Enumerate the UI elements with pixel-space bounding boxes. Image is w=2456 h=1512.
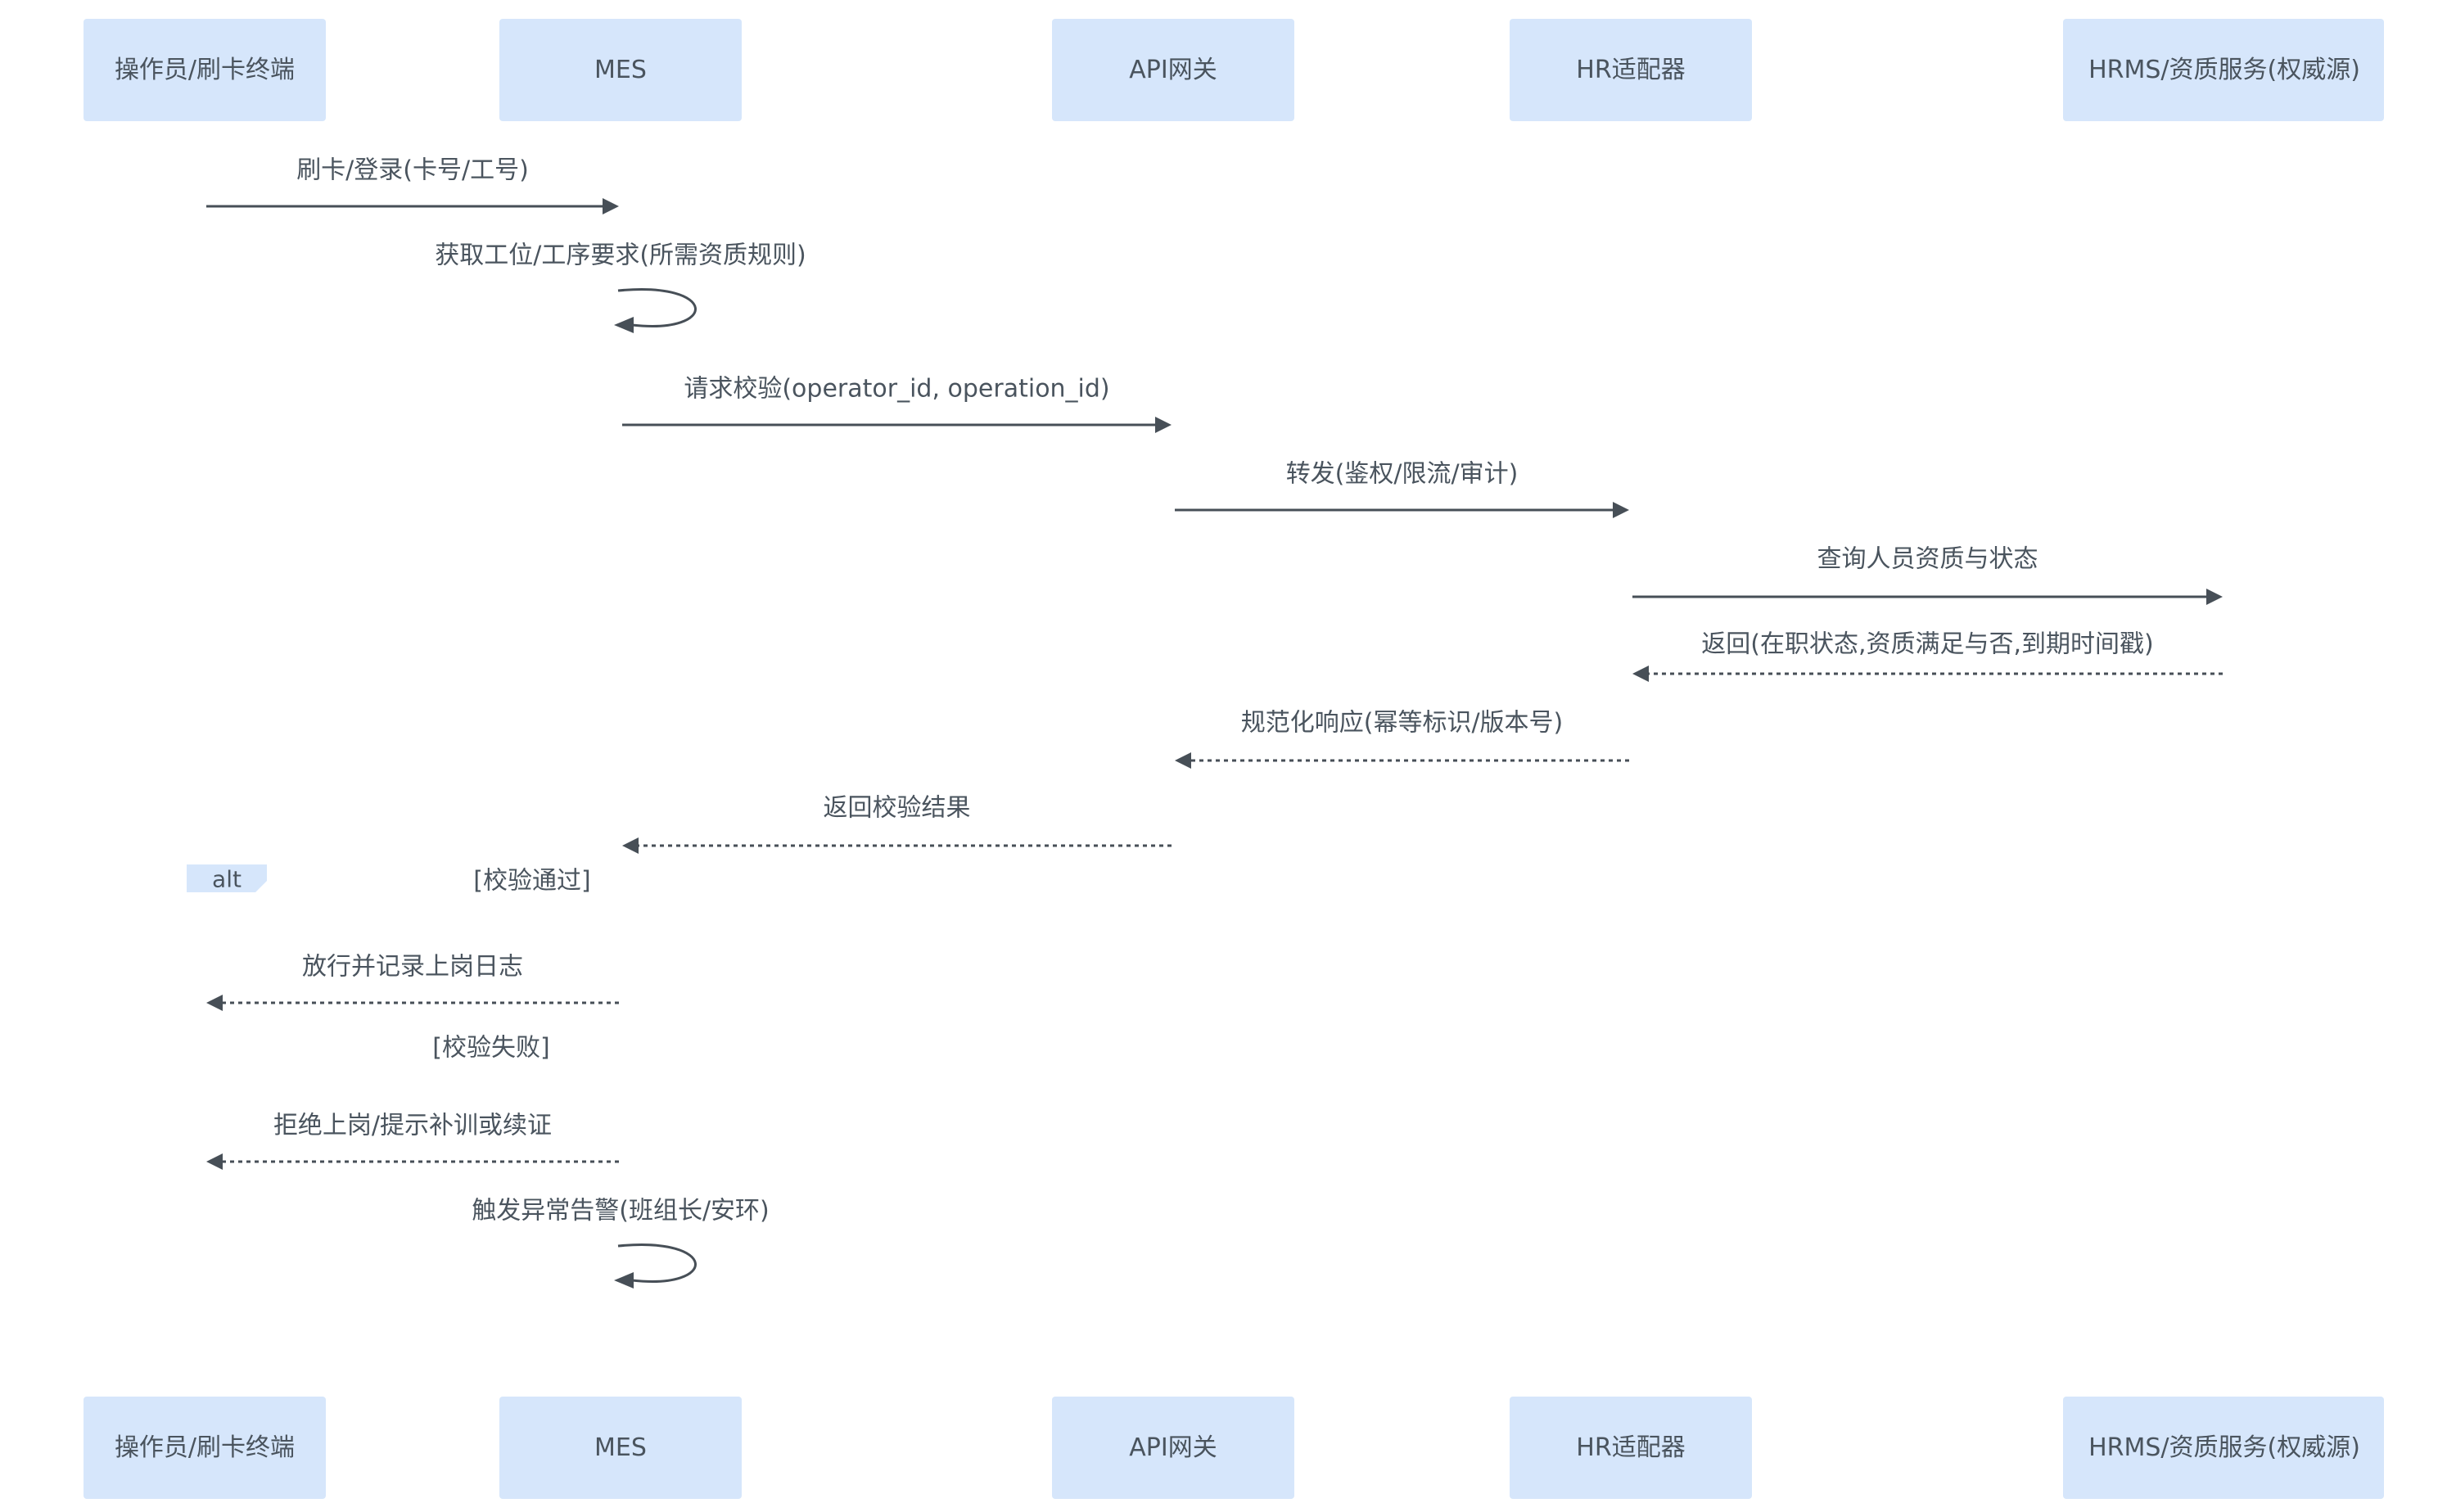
participant-gateway-top: API网关 (1052, 19, 1294, 121)
participant-box (499, 1397, 742, 1499)
arrow-head-icon (1632, 666, 1649, 682)
participant-mes-top: MES (499, 19, 742, 121)
arrow-head-icon (1175, 752, 1191, 769)
participant-box (84, 1397, 326, 1499)
message-2: 获取工位/工序要求(所需资质规则) (435, 241, 806, 333)
participant-label: HRMS/资质服务(权威源) (2088, 56, 2360, 84)
message-11: 触发异常告警(班组长/安环) (472, 1197, 770, 1289)
participants-bottom: 操作员/刷卡终端 MES API网关 HR适配器 HRMS/资质服务(权威源) (84, 1397, 2384, 1499)
participant-mes-bottom: MES (499, 1397, 742, 1499)
arrow-head-icon (603, 198, 619, 214)
participant-hrms-top: HRMS/资质服务(权威源) (2063, 19, 2384, 121)
participant-label: 操作员/刷卡终端 (115, 56, 295, 84)
message-label: 触发异常告警(班组长/安环) (472, 1197, 770, 1225)
self-message-loop (617, 1243, 697, 1283)
arrow-head-icon (1613, 502, 1629, 518)
message-label: 转发(鉴权/限流/审计) (1286, 460, 1519, 489)
alt-label-box (187, 864, 267, 892)
message-label: 返回(在职状态,资质满足与否,到期时间戳) (1701, 630, 2153, 659)
message-label: 放行并记录上岗日志 (302, 953, 523, 982)
participant-box (84, 19, 326, 121)
participant-label: API网关 (1129, 56, 1217, 84)
alt-guard-fail: [校验失败] (432, 1034, 549, 1063)
participant-label: 操作员/刷卡终端 (115, 1433, 295, 1462)
arrow-head-icon (622, 837, 639, 854)
message-label: 获取工位/工序要求(所需资质规则) (435, 241, 806, 270)
participant-box (1052, 1397, 1294, 1499)
participant-label: MES (594, 1433, 647, 1462)
arrow-head-icon (614, 317, 634, 333)
participant-label: MES (594, 56, 647, 84)
participant-box (1510, 19, 1752, 121)
participant-box (2063, 19, 2384, 121)
participant-label: HR适配器 (1576, 1433, 1685, 1462)
participant-label: HR适配器 (1576, 56, 1685, 84)
message-5: 查询人员资质与状态 (1632, 545, 2223, 605)
alt-guard-pass: [校验通过] (473, 867, 590, 896)
alt-keyword: alt (212, 866, 242, 893)
message-6: 返回(在职状态,资质满足与否,到期时间戳) (1632, 630, 2223, 682)
message-8: 返回校验结果 (622, 794, 1172, 854)
message-4: 转发(鉴权/限流/审计) (1175, 460, 1629, 518)
message-label: 返回校验结果 (824, 794, 971, 823)
participant-box (499, 19, 742, 121)
participant-hr_adapter-top: HR适配器 (1510, 19, 1752, 121)
message-label: 查询人员资质与状态 (1817, 545, 2038, 574)
message-9: 放行并记录上岗日志 (206, 953, 619, 1011)
message-10: 拒绝上岗/提示补训或续证 (206, 1112, 619, 1170)
participant-operator-top: 操作员/刷卡终端 (84, 19, 326, 121)
participant-label: API网关 (1129, 1433, 1217, 1462)
alt-block: alt [校验通过] [校验失败] (187, 864, 591, 1063)
message-label: 规范化响应(幂等标识/版本号) (1241, 709, 1564, 738)
arrow-head-icon (1155, 417, 1172, 433)
participant-operator-bottom: 操作员/刷卡终端 (84, 1397, 326, 1499)
message-1: 刷卡/登录(卡号/工号) (206, 156, 619, 214)
participant-hr_adapter-bottom: HR适配器 (1510, 1397, 1752, 1499)
message-label: 刷卡/登录(卡号/工号) (296, 156, 529, 185)
participants-top: 操作员/刷卡终端 MES API网关 HR适配器 HRMS/资质服务(权威源) (84, 19, 2384, 121)
message-label: 请求校验(operator_id, operation_id) (684, 375, 1109, 404)
messages: 刷卡/登录(卡号/工号) 获取工位/工序要求(所需资质规则) 请求校验(operat… (206, 156, 2223, 1289)
message-3: 请求校验(operator_id, operation_id) (622, 375, 1172, 433)
arrow-head-icon (206, 1153, 223, 1170)
participant-box (2063, 1397, 2384, 1499)
participant-label: HRMS/资质服务(权威源) (2088, 1433, 2360, 1462)
arrow-head-icon (206, 995, 223, 1011)
participant-box (1510, 1397, 1752, 1499)
participant-box (1052, 19, 1294, 121)
message-label: 拒绝上岗/提示补训或续证 (273, 1112, 552, 1140)
self-message-loop (617, 288, 697, 327)
participant-hrms-bottom: HRMS/资质服务(权威源) (2063, 1397, 2384, 1499)
arrow-head-icon (2206, 589, 2223, 605)
message-7: 规范化响应(幂等标识/版本号) (1175, 709, 1629, 769)
arrow-head-icon (614, 1272, 634, 1289)
participant-gateway-bottom: API网关 (1052, 1397, 1294, 1499)
